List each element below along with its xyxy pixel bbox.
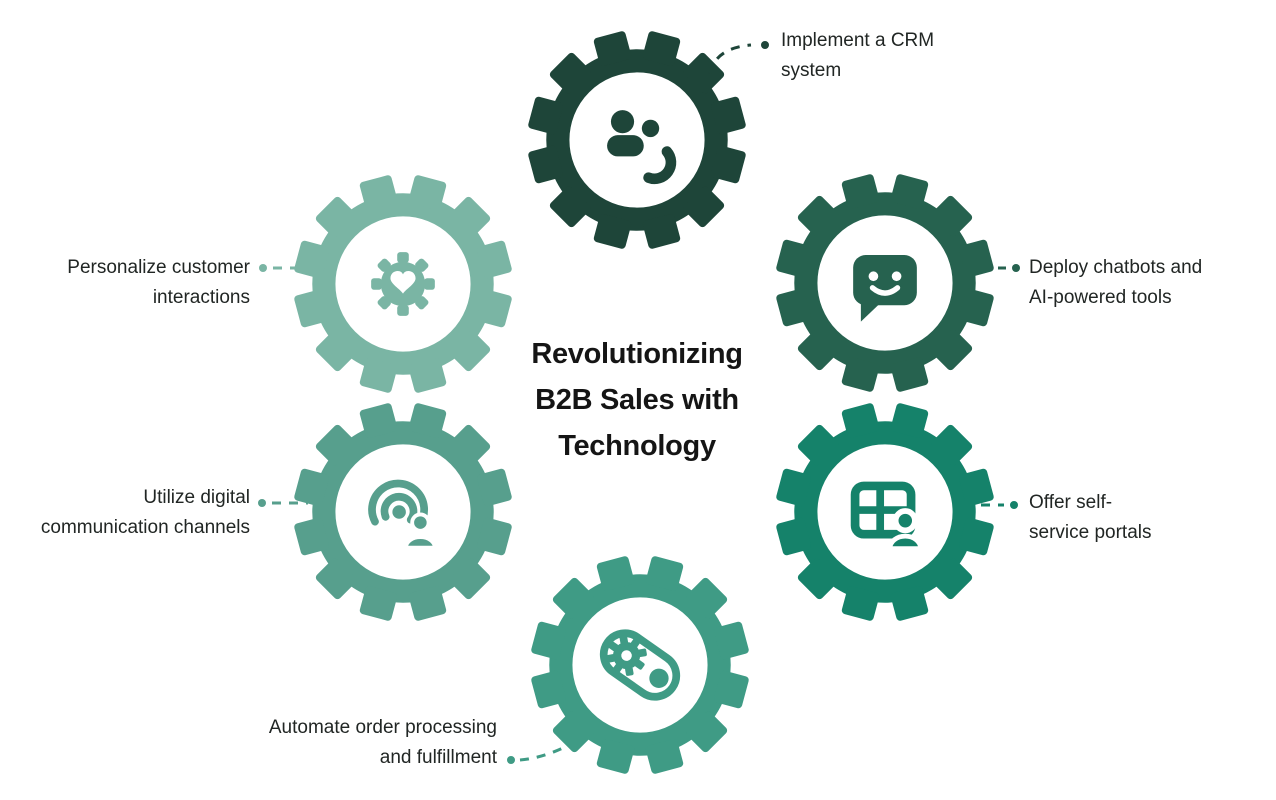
connector-dot — [258, 499, 266, 507]
gear-utilize-channels — [292, 401, 514, 623]
connector-offer-portals — [962, 498, 1024, 512]
label-automate-orders: Automate order processing and fulfillmen… — [269, 713, 497, 773]
gear-automate-orders — [529, 554, 751, 776]
belt-gear-icon — [599, 629, 681, 701]
label-line: interactions — [152, 287, 250, 308]
table-user-icon — [850, 481, 924, 552]
label-implement-crm: Implement a CRM system — [781, 26, 934, 86]
title-line: Technology — [558, 430, 716, 462]
connector-personalize — [255, 261, 311, 275]
connector-implement-crm — [705, 36, 777, 82]
title-line: Revolutionizing — [531, 338, 743, 370]
connector-deploy-chatbots — [962, 261, 1024, 275]
label-line: and fulfillment — [379, 747, 497, 768]
label-line: service portals — [1029, 522, 1152, 543]
label-line: Automate order processing — [268, 717, 497, 738]
label-line: AI-powered tools — [1029, 287, 1172, 308]
connector-dash-line — [519, 744, 568, 762]
gear-offer-portals — [774, 401, 996, 623]
gear-implement-crm — [526, 29, 748, 251]
gear-deploy-chatbots — [774, 172, 996, 394]
connector-dash-line — [708, 43, 752, 75]
crm-contact-icon — [607, 110, 677, 185]
label-line: Implement a CRM — [781, 30, 935, 51]
label-line: Personalize customer — [67, 257, 250, 278]
title-line: B2B Sales with — [535, 384, 739, 416]
label-line: system — [781, 60, 842, 81]
label-line: Offer self- — [1029, 492, 1113, 513]
label-line: communication channels — [40, 517, 250, 538]
connector-utilize-channels — [254, 496, 310, 510]
connector-automate-orders — [503, 744, 575, 772]
label-personalize: Personalize customer interactions — [67, 253, 250, 313]
infographic-title: Revolutionizing B2B Sales with Technolog… — [487, 331, 787, 469]
chat-smiley-icon — [853, 255, 917, 322]
connector-dot — [1012, 264, 1020, 272]
connector-dot — [1010, 501, 1018, 509]
gear-personalize — [292, 173, 514, 395]
connector-dot — [507, 756, 515, 764]
label-offer-portals: Offer self- service portals — [1029, 488, 1152, 548]
label-deploy-chatbots: Deploy chatbots and AI-powered tools — [1029, 253, 1202, 313]
connector-dot — [259, 264, 267, 272]
broadcast-user-icon — [368, 479, 437, 550]
label-utilize-channels: Utilize digital communication channels — [41, 483, 250, 543]
label-line: Utilize digital — [143, 487, 250, 508]
gear-heart-icon — [371, 252, 435, 316]
connector-dot — [761, 41, 769, 49]
label-line: Deploy chatbots and — [1029, 257, 1203, 278]
